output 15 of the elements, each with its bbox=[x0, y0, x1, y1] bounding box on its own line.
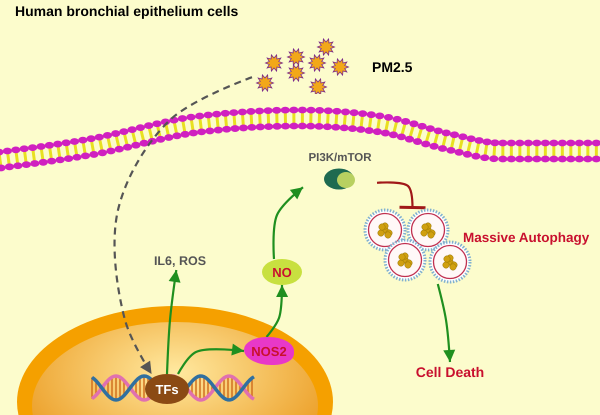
diagram-title: Human bronchial epithelium cells bbox=[15, 3, 238, 19]
arrow bbox=[177, 344, 244, 375]
arrow bbox=[266, 285, 288, 338]
inhibition-line bbox=[376, 181, 426, 210]
process-label: Massive Autophagy bbox=[463, 230, 590, 245]
dashed-arrow bbox=[113, 76, 252, 375]
particle-label: PM2.5 bbox=[372, 59, 412, 75]
arrow bbox=[272, 186, 304, 260]
arrow bbox=[166, 270, 181, 374]
nucleus-drawing bbox=[17, 304, 333, 415]
product-label: IL6, ROS bbox=[143, 252, 217, 270]
outcome-label: Cell Death bbox=[400, 362, 500, 382]
arrow bbox=[436, 284, 456, 362]
no-molecule-ellipse: NO bbox=[262, 259, 302, 285]
pathway-label: PI3K/mTOR bbox=[308, 152, 372, 164]
